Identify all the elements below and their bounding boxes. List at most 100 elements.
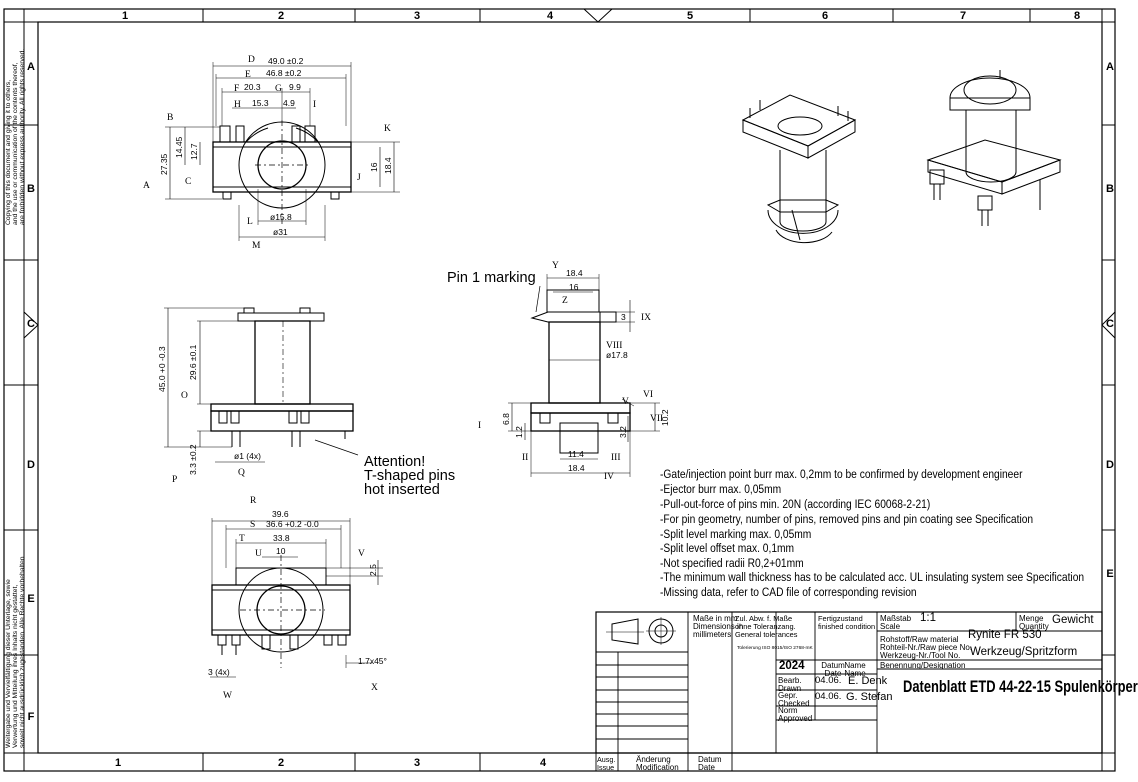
col-label: 8 xyxy=(1074,10,1080,22)
drawing-title: Datenblatt ETD 44-22-15 Spulenkörper xyxy=(903,677,1138,696)
dim-label: O xyxy=(181,391,188,401)
row-label: A xyxy=(27,61,35,73)
dim-label: IX xyxy=(641,313,651,323)
dim-label: L xyxy=(247,217,253,227)
finish-label: Fertigzustand finished condition xyxy=(818,614,876,631)
dim-label: S xyxy=(250,520,255,530)
row-label: B xyxy=(1106,183,1114,195)
dim-label: A xyxy=(143,181,150,191)
dim-value: 10.2 xyxy=(660,409,670,426)
col-label: 5 xyxy=(687,10,693,22)
col-label: 1 xyxy=(115,757,121,769)
dim-value: 18.4 xyxy=(568,463,585,473)
dim-label: I xyxy=(478,421,481,431)
row-label: E xyxy=(1106,568,1113,580)
dim-value: 9.9 xyxy=(289,82,301,92)
dim-label: G xyxy=(275,84,282,94)
checked-label: Gepr. Checked xyxy=(778,691,810,708)
row-label: D xyxy=(27,459,35,471)
norm-label: Norm Approved xyxy=(778,706,813,723)
dim-value: 10 xyxy=(276,546,286,556)
col-label: 2 xyxy=(278,10,284,22)
svg-text:Copying of this document and g: Copying of this document and giving it t… xyxy=(5,80,12,225)
modification-label: Änderung Modification xyxy=(636,755,679,772)
dim-value: 16 xyxy=(569,282,579,292)
svg-text:Verwertung und Mitteilung ihre: Verwertung und Mitteilung ihres Inhalts … xyxy=(12,585,19,748)
tolerance-label: Zul. Abw. f. Maße ohne Toleranzang. Gene… xyxy=(735,614,798,639)
note-line: -The minimum wall thickness has to be ca… xyxy=(660,570,1085,584)
designation-label: Benennung/Designation xyxy=(880,661,966,670)
dim-label: W xyxy=(223,691,232,701)
tool-label: Werkzeug-Nr./Tool No. xyxy=(880,651,961,660)
dim-value: ø31 xyxy=(273,227,288,237)
dim-label: VII xyxy=(650,414,663,424)
row-label: E xyxy=(27,593,34,605)
tolerance-value: Tolerierung ISO 8015/ISO 2768-mK xyxy=(737,646,813,651)
dim-label: E xyxy=(245,70,251,80)
dim-value: 33.8 xyxy=(273,533,290,543)
dim-label: V xyxy=(358,549,365,559)
dim-value: 20.3 xyxy=(244,82,261,92)
material-value: Rynite FR 530 xyxy=(968,629,1042,641)
dim-value: 49.0 ±0.2 xyxy=(268,56,304,66)
dim-value: 3 xyxy=(621,312,626,322)
rawpiece-label: Rohteil-Nr./Raw piece No. xyxy=(880,643,973,652)
isometric-view-2 xyxy=(926,70,1062,226)
row-label: C xyxy=(27,318,35,330)
dim-value: 3.3 ±0.2 xyxy=(188,444,198,475)
dim-value: 15.3 xyxy=(252,98,269,108)
drawn-date-value: 04.06. xyxy=(815,675,842,686)
col-label: 4 xyxy=(540,757,547,769)
dim-value: 3 (4x) xyxy=(208,667,230,677)
dim-label: K xyxy=(384,124,391,134)
date-label: Datum Date xyxy=(821,661,845,678)
col-label: 4 xyxy=(547,10,554,22)
year: 2024 xyxy=(779,660,805,672)
dim-value: 1.2 xyxy=(514,426,524,438)
scale-value: 1:1 xyxy=(920,612,936,624)
side-view xyxy=(508,274,660,477)
note-line: -Split level marking max. 0,05mm xyxy=(660,527,812,541)
dim-value: 11.4 xyxy=(568,449,584,459)
dim-label: VI xyxy=(643,390,653,400)
dim-value: 39.6 xyxy=(272,509,289,519)
row-label: D xyxy=(1106,459,1114,471)
tool-value: Werkzeug/Spritzform xyxy=(970,646,1078,658)
col-label: 3 xyxy=(414,757,420,769)
dim-label: P xyxy=(172,475,177,485)
dim-value: 46.8 ±0.2 xyxy=(266,68,302,78)
dim-label: U xyxy=(255,549,262,559)
copyright-notice: Copying of this document and giving it t… xyxy=(5,49,26,748)
dim-label: III xyxy=(611,453,621,463)
dim-value: 16 xyxy=(369,162,379,172)
name-label: Name Name xyxy=(844,661,866,678)
dim-value: 12.7 xyxy=(189,143,199,160)
dim-value: ø15.8 xyxy=(270,212,292,222)
dim-value: 6.8 xyxy=(501,413,511,425)
dim-label: X xyxy=(371,683,378,693)
pin1-marking-note: Pin 1 marking xyxy=(447,270,536,286)
dim-label: F xyxy=(234,84,239,94)
dim-label: T xyxy=(239,534,245,544)
dim-value: 45.0 +0 -0.3 xyxy=(157,346,167,392)
dim-label: J xyxy=(357,173,361,183)
isometric-view-1 xyxy=(741,94,857,244)
top-view-labels: D 49.0 ±0.2 E 46.8 ±0.2 F 20.3 G 9.9 H 1… xyxy=(143,55,393,251)
dim-value: 18.4 xyxy=(383,157,393,174)
attention-note: Attention! xyxy=(364,454,425,470)
dim-label: IV xyxy=(604,472,614,482)
note-line: -Split level offset max. 0,1mm xyxy=(660,541,795,555)
note-line: -Not specified radii R0,2+01mm xyxy=(660,556,804,570)
dim-value: 4.9 xyxy=(283,98,295,108)
dim-value: 14.45 xyxy=(174,136,184,158)
top-view xyxy=(165,62,400,241)
col-label: 1 xyxy=(122,10,128,22)
dim-label: II xyxy=(522,453,528,463)
row-label: B xyxy=(27,183,35,195)
dim-value: ø1 (4x) xyxy=(234,451,261,461)
front-view-labels: O P Q 45.0 +0 -0.3 29.6 ±0.1 3.3 ±0.2 ø1… xyxy=(157,344,455,498)
note-line: -Ejector burr max. 0,05mm xyxy=(660,482,782,496)
bottom-view-labels: R 39.6 S 36.6 +0.2 -0.0 T 33.8 U 10 V 2.… xyxy=(208,496,387,701)
svg-text:soweit nicht ausdrücklich zuge: soweit nicht ausdrücklich zugestanden. A… xyxy=(19,556,26,748)
col-label: 2 xyxy=(278,757,284,769)
